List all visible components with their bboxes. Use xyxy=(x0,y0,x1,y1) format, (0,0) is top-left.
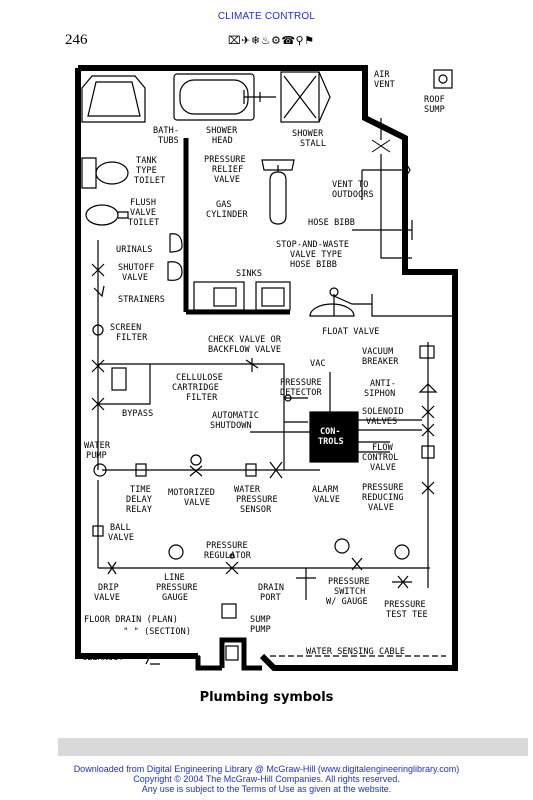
roof-sump xyxy=(433,69,453,89)
footer: Downloaded from Digital Engineering Libr… xyxy=(0,764,533,794)
cartridge-filter xyxy=(111,367,127,391)
sink-1 xyxy=(193,281,245,311)
screen-filter xyxy=(92,324,104,336)
flush-toilet xyxy=(85,204,119,226)
strainer xyxy=(93,285,105,298)
label-bypass: BYPASS xyxy=(122,409,153,419)
controls-box xyxy=(309,411,359,463)
ball-valve xyxy=(92,525,104,537)
label-urinals: URINALS xyxy=(116,245,153,255)
float-valve xyxy=(309,303,355,317)
water-pump xyxy=(93,463,107,477)
shower-head xyxy=(243,90,276,104)
pressure-switch-gauge xyxy=(334,538,350,554)
bathtub-1 xyxy=(81,75,146,123)
label-strainers: STRAINERS xyxy=(118,295,165,305)
tank-toilet xyxy=(81,157,97,189)
gas-cylinder xyxy=(269,171,287,225)
floor-drain xyxy=(221,603,237,619)
footer-line-3: Any use is subject to the Terms of Use a… xyxy=(141,784,392,794)
figure-caption: Plumbing symbols xyxy=(199,690,334,705)
sink-2 xyxy=(255,281,291,311)
label-floor-drain: FLOOR DRAIN (PLAN) " " (SECTION) xyxy=(84,615,191,637)
label-anti-siphon: ANTI-SIPHON xyxy=(364,379,396,399)
label-bath-tubs: BATH-TUBS xyxy=(153,126,179,146)
label-sinks: SINKS xyxy=(236,269,262,279)
pressure-test-gauge xyxy=(394,544,410,560)
interior-wall xyxy=(183,138,290,315)
label-float-valve: FLOAT VALVE xyxy=(322,327,379,337)
label-vac: VAC xyxy=(310,359,326,369)
shutoff-valve xyxy=(91,263,105,277)
dingbat-row: ⌧✈❄♨⚙☎⚲⚑ xyxy=(228,34,315,47)
bathtub-2 xyxy=(173,73,255,121)
urinal xyxy=(169,233,183,253)
shower-stall xyxy=(280,71,320,123)
outer-wall xyxy=(75,65,458,671)
label-water-sensing-cable: WATER SENSING CABLE xyxy=(306,647,405,657)
line-pressure-gauge xyxy=(168,544,184,560)
sump-pump xyxy=(225,645,239,661)
page-number: 246 xyxy=(65,32,88,48)
footer-line-2: Copyright © 2004 The McGraw-Hill Compani… xyxy=(133,774,400,784)
label-cleanout: CLEANOUT xyxy=(82,653,124,663)
gray-band xyxy=(58,738,528,756)
footer-line-1[interactable]: Downloaded from Digital Engineering Libr… xyxy=(73,764,460,774)
label-hose-bibb: HOSE BIBB xyxy=(308,218,355,228)
label-controls: CON-TROLS xyxy=(318,427,344,447)
sump-well-wall xyxy=(195,637,262,671)
running-title: CLIMATE CONTROL xyxy=(217,11,316,22)
